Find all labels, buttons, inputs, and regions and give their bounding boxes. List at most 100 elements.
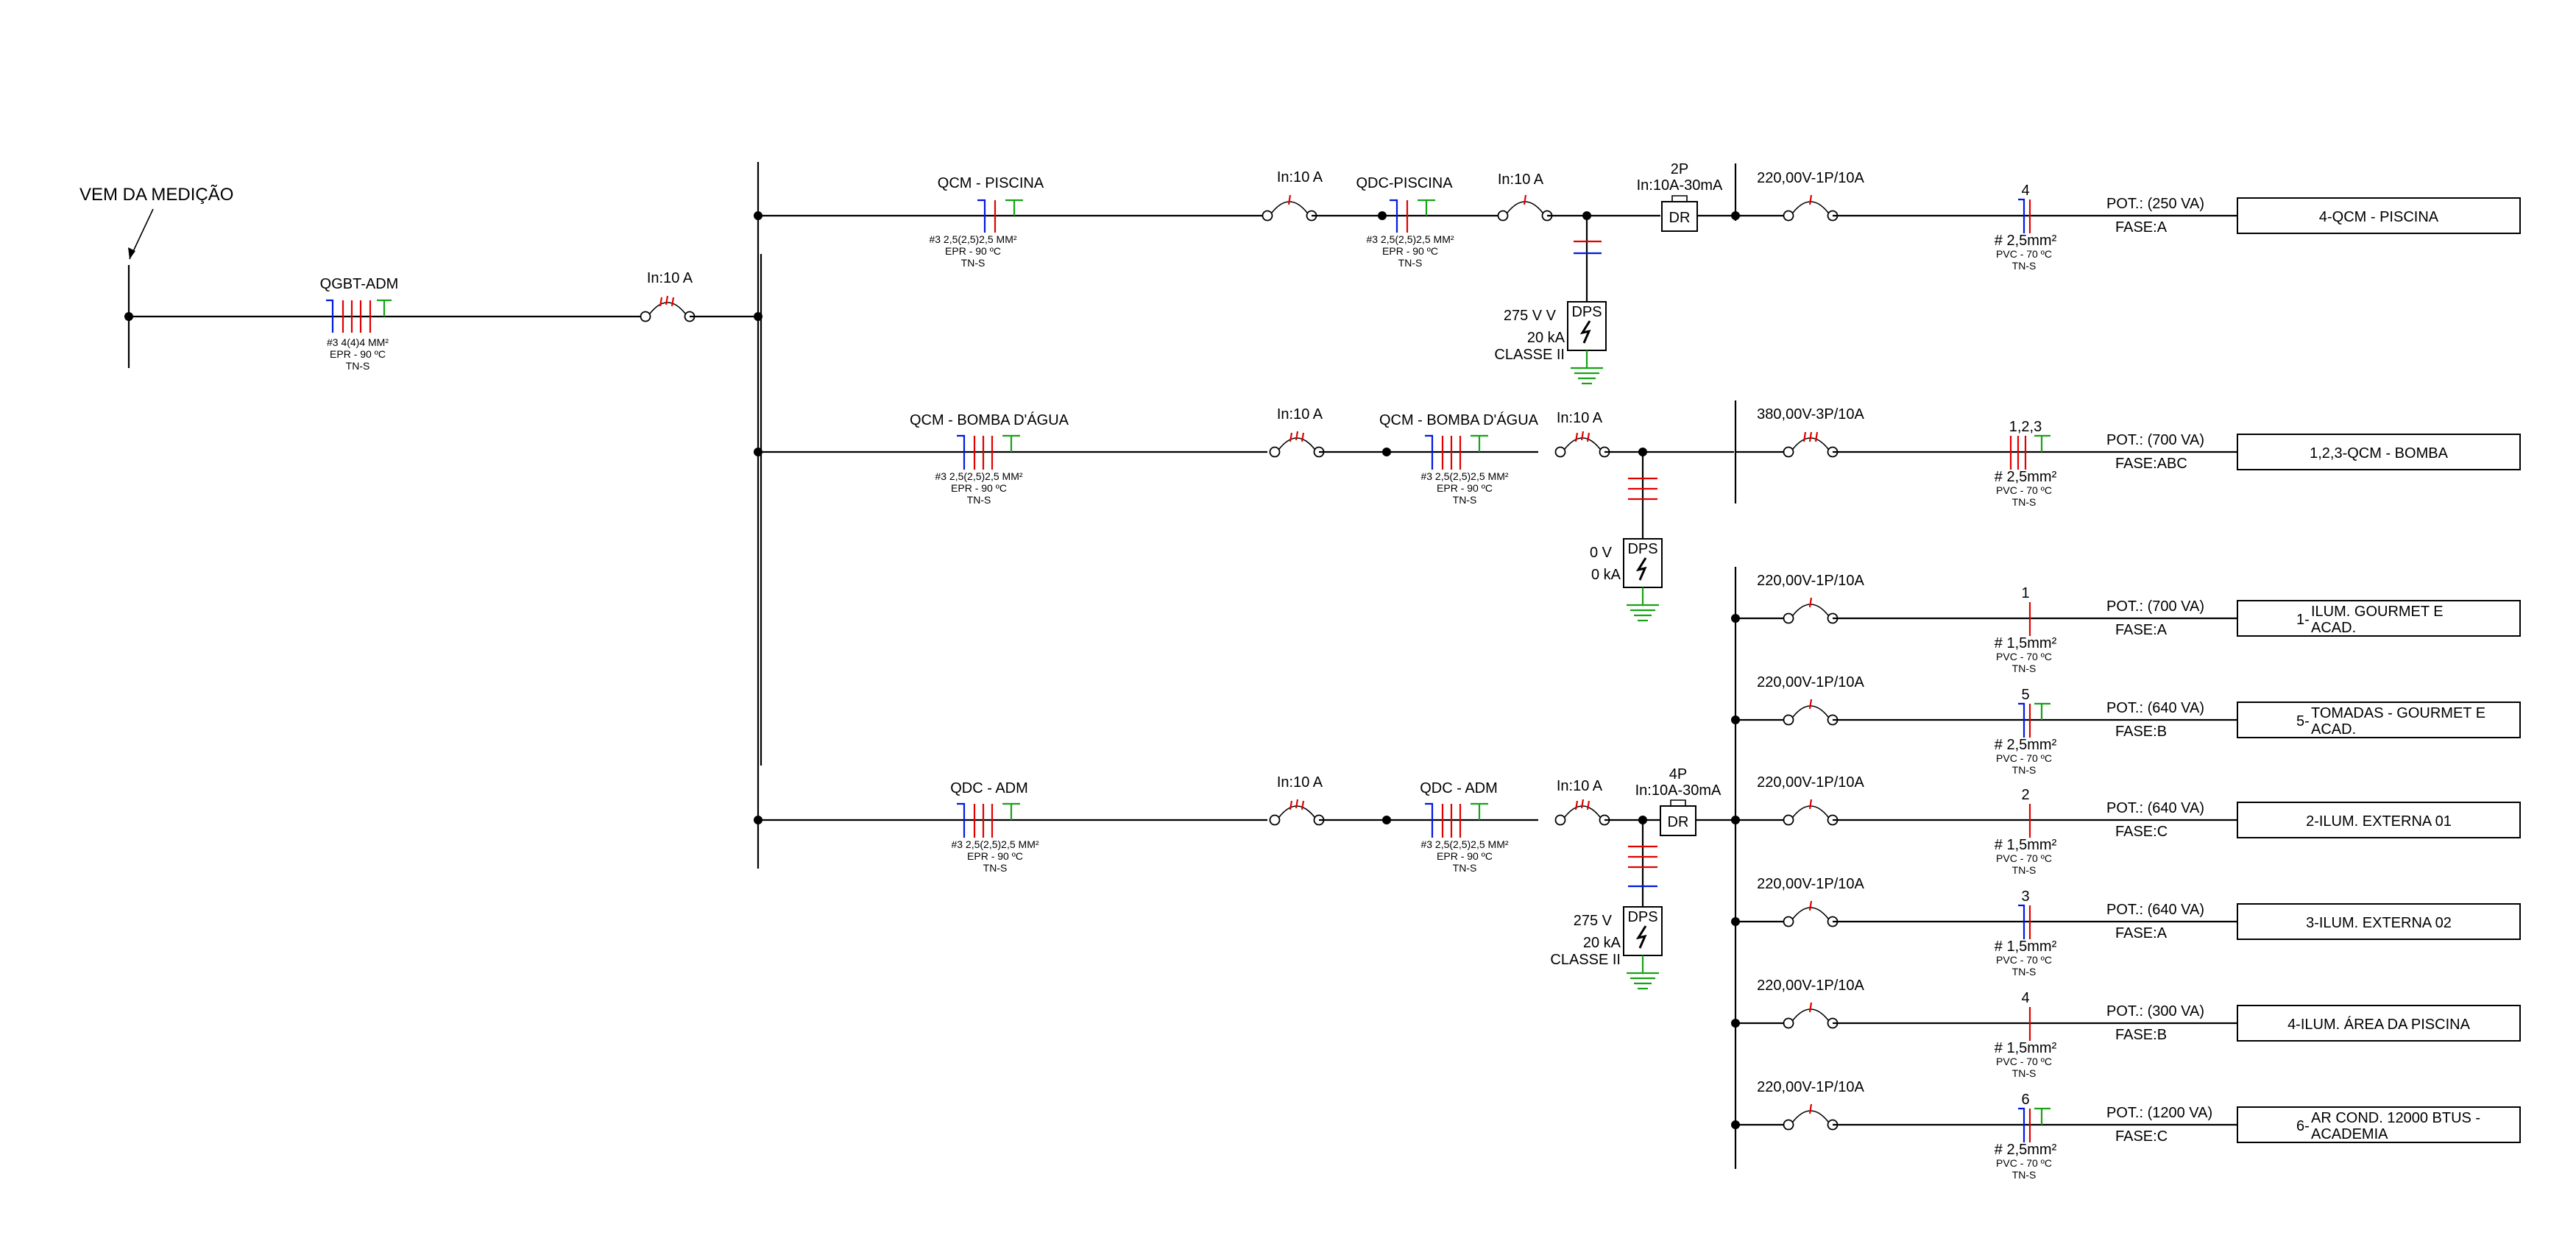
- board-name: QDC - ADM: [1420, 780, 1498, 796]
- feeder-name: QCM - PISCINA: [938, 175, 1044, 191]
- board-cable-symbol: [1390, 199, 1435, 233]
- feeder-cable-insulation: EPR - 90 ºC: [967, 850, 1023, 862]
- load-description: ILUM. GOURMET E: [2311, 604, 2444, 620]
- board-breaker-label: In:10 A: [1557, 410, 1603, 426]
- dr-poles: 4P: [1669, 766, 1687, 782]
- feeder-cable-insulation: EPR - 90 ºC: [951, 482, 1007, 494]
- circuit-number: 1: [2021, 585, 2029, 601]
- dps-current: 20 kA: [1527, 330, 1565, 346]
- circuit-breaker-label: 220,00V-1P/10A: [1757, 573, 1864, 589]
- circuit-system: TN-S: [2012, 764, 2037, 776]
- dr-rating: In:10A-30mA: [1635, 782, 1722, 799]
- circuit-breaker-label: 220,00V-1P/10A: [1757, 876, 1864, 892]
- qgbt-cable-insulation: EPR - 90 ºC: [330, 348, 386, 360]
- circuit-breaker-label: 220,00V-1P/10A: [1757, 1079, 1864, 1095]
- circuit-section: # 1,5mm²: [1995, 837, 2057, 853]
- circuit-system: TN-S: [2012, 864, 2037, 876]
- dps-device: DPS: [1567, 301, 1607, 351]
- feeder-cable-spec: #3 2,5(2,5)2,5 MM²: [935, 470, 1022, 482]
- feeder-cable-symbol: [957, 802, 1020, 838]
- feeder-cable-symbol: [957, 434, 1020, 470]
- load-number: 5-: [2296, 713, 2310, 729]
- circuit-insulation: PVC - 70 ºC: [1996, 954, 2052, 966]
- circuit-breaker: [1783, 900, 1839, 927]
- dr-device: DR: [1660, 799, 1696, 836]
- dps-voltage: 275 V V: [1504, 308, 1557, 324]
- circuit-insulation: PVC - 70 ºC: [1996, 752, 2052, 764]
- circuit-breaker: [1783, 194, 1839, 222]
- qgbt-cable-system: TN-S: [346, 360, 370, 372]
- qgbt-breaker: [640, 295, 696, 322]
- dps-current: 20 kA: [1583, 935, 1621, 951]
- board-cable-system: TN-S: [1398, 257, 1423, 269]
- ground-icon: [1627, 598, 1659, 622]
- circuit-number: 6: [2021, 1092, 2029, 1108]
- circuit-breaker: [1783, 1002, 1839, 1029]
- circuit-breaker: [1783, 699, 1839, 726]
- feeder-bomba: QCM - BOMBA D'ÁGUA #3 2,5(2,5)2,5 MM² EP…: [754, 406, 1734, 622]
- circuit-phase: FASE:A: [2115, 925, 2168, 941]
- feeder-cable-symbol: [977, 199, 1023, 233]
- circuit-system: TN-S: [2012, 1067, 2037, 1079]
- circuit-breaker: [1783, 431, 1839, 458]
- source-label: VEM DA MEDIÇÃO: [79, 185, 233, 205]
- circuit-cable-symbol: [2018, 702, 2050, 738]
- circuit-system: TN-S: [2012, 496, 2037, 508]
- circuit-phase: FASE:C: [2115, 824, 2168, 840]
- feeder-breaker: [1262, 194, 1317, 222]
- circuit-cable-symbol: [2009, 434, 2050, 470]
- load-description: 4-ILUM. ÁREA DA PISCINA: [2287, 1016, 2471, 1033]
- feeder-cable-system: TN-S: [983, 862, 1008, 874]
- circuit-breaker-label: 380,00V-3P/10A: [1757, 406, 1864, 423]
- load-description: AR COND. 12000 BTUS -: [2311, 1110, 2480, 1126]
- dps-label: DPS: [1627, 909, 1657, 925]
- circuit-system: TN-S: [2012, 662, 2037, 674]
- circuit-section: # 2,5mm²: [1995, 1142, 2057, 1158]
- load-description-2: ACAD.: [2311, 620, 2356, 636]
- feeder-cable-system: TN-S: [961, 257, 986, 269]
- load-description-2: ACAD.: [2311, 721, 2356, 738]
- feeder-breaker: [1269, 431, 1325, 458]
- circuit-cable-symbol: [2018, 198, 2031, 233]
- circuit-insulation: PVC - 70 ºC: [1996, 248, 2052, 260]
- feeder-name: QCM - BOMBA D'ÁGUA: [910, 411, 1069, 428]
- feeder-breaker-label: In:10 A: [1277, 169, 1323, 185]
- circuit-system: TN-S: [2012, 966, 2037, 978]
- circuit-breaker-label: 220,00V-1P/10A: [1757, 774, 1864, 791]
- ground-icon: [1571, 361, 1603, 385]
- load-description: 3-ILUM. EXTERNA 02: [2306, 915, 2452, 931]
- board-breaker-label: In:10 A: [1557, 778, 1603, 794]
- qgbt-cable-spec: #3 4(4)4 MM²: [327, 336, 389, 348]
- load-box: 2-ILUM. EXTERNA 01: [2237, 802, 2521, 838]
- circuit-power: POT.: (700 VA): [2106, 432, 2204, 448]
- circuit-insulation: PVC - 70 ºC: [1996, 484, 2052, 496]
- circuit-cable-symbol: [2018, 1107, 2050, 1142]
- circuit-cable-symbol: [2018, 904, 2031, 939]
- board-breaker: [1554, 799, 1610, 826]
- qgbt-breaker-label: In:10 A: [647, 270, 693, 286]
- circuit-section: # 2,5mm²: [1995, 737, 2057, 753]
- circuit-breaker-label: 220,00V-1P/10A: [1757, 978, 1864, 994]
- dps-label: DPS: [1571, 304, 1602, 320]
- circuit-number: 1,2,3: [2009, 419, 2042, 435]
- load-number: 6-: [2296, 1118, 2310, 1134]
- dps-class: CLASSE II: [1550, 952, 1621, 968]
- circuit-breaker: [1783, 1103, 1839, 1131]
- dps-class: CLASSE II: [1494, 347, 1565, 363]
- circuit-number: 3: [2021, 888, 2029, 905]
- circuit-breaker-label: 220,00V-1P/10A: [1757, 674, 1864, 690]
- circuit-breaker: [1783, 799, 1839, 826]
- board-name: QCM - BOMBA D'ÁGUA: [1379, 411, 1539, 428]
- circuit-breaker-label: 220,00V-1P/10A: [1757, 170, 1864, 186]
- circuit-power: POT.: (250 VA): [2106, 196, 2204, 212]
- circuit-power: POT.: (700 VA): [2106, 598, 2204, 615]
